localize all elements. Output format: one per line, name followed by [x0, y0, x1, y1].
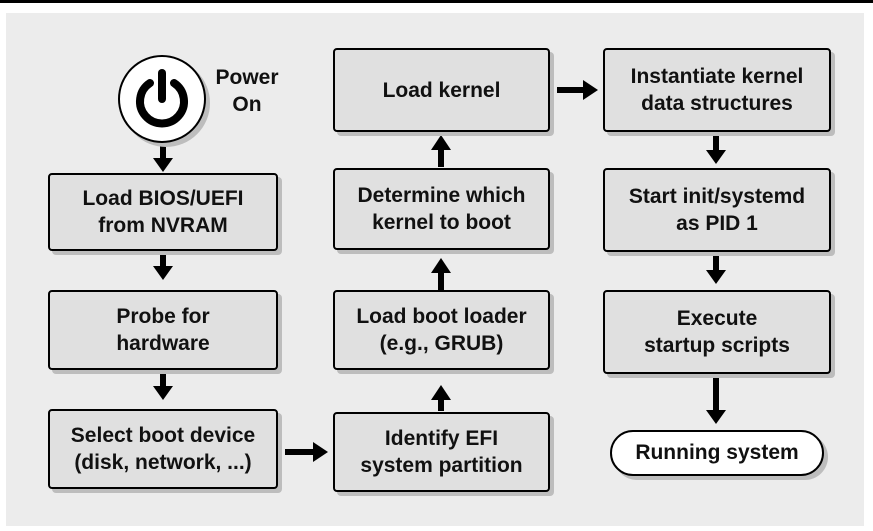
step-execute-scripts: Execute startup scripts	[603, 290, 831, 374]
step-label: (e.g., GRUB)	[379, 332, 504, 355]
step-label: Load kernel	[382, 78, 501, 102]
arrowhead	[706, 410, 726, 424]
power-button-icon	[118, 55, 206, 143]
running-system-terminal: Running system	[610, 430, 824, 476]
step-label: Probe for	[116, 305, 210, 328]
step-determine-kernel: Determine which kernel to boot	[333, 168, 550, 250]
step-label: kernel to boot	[372, 211, 511, 234]
arrowhead	[153, 158, 173, 172]
step-label: hardware	[116, 332, 210, 355]
step-identify-efi: Identify EFI system partition	[333, 412, 550, 492]
step-label: Instantiate kernel	[630, 65, 804, 88]
step-start-init: Start init/systemd as PID 1	[603, 168, 831, 252]
step-probe-hardware: Probe for hardware	[48, 290, 278, 370]
step-label: data structures	[641, 92, 793, 115]
slash: /	[714, 185, 720, 208]
arrowhead	[431, 258, 451, 273]
step-label-line1: Start init/systemd	[629, 183, 805, 210]
power-label-line1: Power	[215, 66, 279, 89]
power-on-label: Power On	[212, 64, 282, 118]
arrowhead	[706, 150, 726, 164]
step-label: (disk, network, ...)	[74, 451, 252, 474]
arrowhead	[313, 442, 328, 462]
step-label: Execute	[676, 307, 758, 330]
step-label: startup scripts	[644, 334, 790, 357]
arrowhead	[583, 80, 598, 100]
step-label: system partition	[360, 454, 523, 477]
step-load-bios: Load BIOS/UEFI from NVRAM	[48, 173, 278, 251]
step-label: from NVRAM	[98, 214, 228, 237]
systemd-keyword: systemd	[719, 185, 806, 208]
top-rule	[0, 0, 873, 3]
start-prefix: Start	[628, 185, 683, 208]
step-label: Identify EFI	[384, 427, 499, 450]
step-load-kernel: Load kernel	[333, 48, 550, 132]
step-label: as PID 1	[676, 212, 758, 235]
init-keyword: init	[682, 185, 715, 208]
arrowhead	[153, 266, 173, 280]
step-label: Determine which	[357, 184, 526, 207]
step-label: Load BIOS/UEFI	[82, 187, 244, 210]
step-label: Select boot device	[70, 424, 256, 447]
arrowhead	[706, 270, 726, 284]
arrowhead	[153, 386, 173, 400]
end-label: Running system	[635, 441, 799, 464]
step-load-boot-loader: Load boot loader (e.g., GRUB)	[333, 290, 550, 370]
step-label: Load boot loader	[356, 305, 527, 328]
arrowhead	[431, 385, 451, 400]
power-label-line2: On	[232, 93, 262, 116]
arrowhead	[431, 135, 451, 150]
step-instantiate-structures: Instantiate kernel data structures	[603, 48, 831, 132]
step-select-boot-device: Select boot device (disk, network, ...)	[48, 409, 278, 489]
